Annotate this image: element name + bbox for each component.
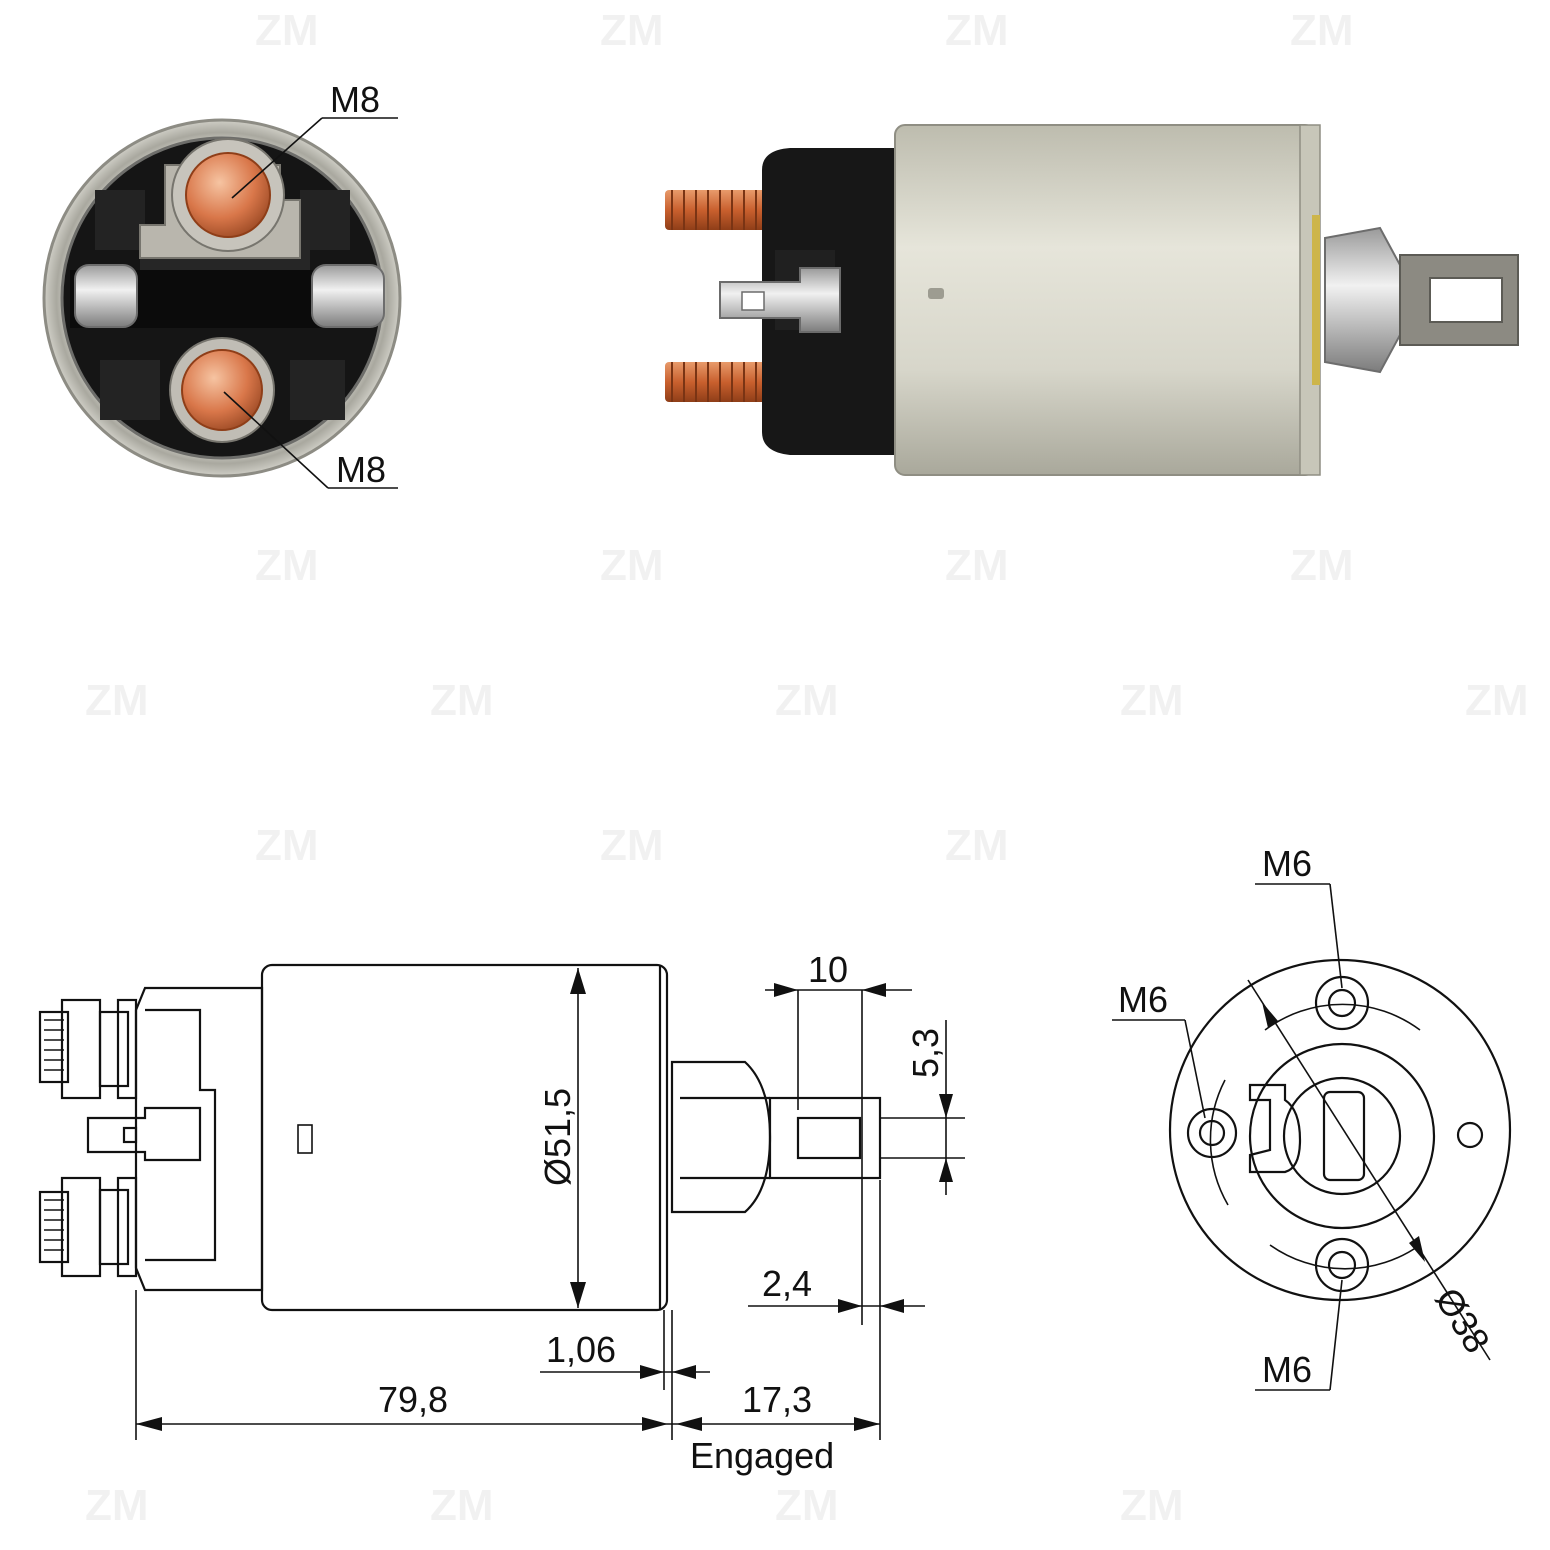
- watermark-text: ZM: [255, 821, 319, 870]
- watermark-text: ZM: [430, 1481, 494, 1530]
- watermark-text: ZM: [430, 676, 494, 725]
- photo-front-view: M8 M8: [42, 79, 402, 490]
- watermark-text: ZM: [255, 6, 319, 55]
- watermark-text: ZM: [945, 541, 1009, 590]
- watermark-text: ZM: [600, 541, 664, 590]
- drawing-body: [260, 963, 669, 1312]
- photo-side-view: [665, 124, 1519, 476]
- watermark-text: ZM: [600, 6, 664, 55]
- dim-length-79-8: 79,8: [378, 1379, 448, 1420]
- callout-m6-bottom: M6: [1262, 1349, 1312, 1390]
- watermark-text: ZM: [1290, 6, 1354, 55]
- watermark-text: ZM: [1465, 676, 1529, 725]
- callout-m8-top: M8: [330, 79, 380, 120]
- dim-slot-5-3: 5,3: [905, 1028, 946, 1078]
- drawing-end-view: Ø38 M6 M6 M6: [1112, 843, 1512, 1391]
- watermark-layer: ZM ZM ZM ZM ZM ZM ZM ZM ZM ZM ZM ZM ZM Z…: [85, 6, 1529, 1530]
- watermark-text: ZM: [1290, 541, 1354, 590]
- watermark-text: ZM: [255, 541, 319, 590]
- watermark-text: ZM: [775, 676, 839, 725]
- dim-stroke-17-3: 17,3: [742, 1379, 812, 1420]
- dim-diameter-38: Ø38: [1427, 1281, 1498, 1360]
- watermark-text: ZM: [85, 1481, 149, 1530]
- dim-diameter-51-5: Ø51,5: [537, 1088, 578, 1186]
- dim-width-10: 10: [808, 949, 848, 990]
- drawing-side-view: Ø51,5 10 5,3 2,4 1,06 79,8 17,3 Engaged: [38, 949, 965, 1476]
- watermark-text: ZM: [945, 6, 1009, 55]
- callout-m6-left: M6: [1118, 979, 1168, 1020]
- solenoid-body: [894, 124, 1316, 476]
- label-engaged: Engaged: [690, 1435, 834, 1476]
- watermark-text: ZM: [600, 821, 664, 870]
- watermark-text: ZM: [945, 821, 1009, 870]
- watermark-text: ZM: [1120, 676, 1184, 725]
- watermark-text: ZM: [1120, 1481, 1184, 1530]
- dim-flange-1-06: 1,06: [546, 1329, 616, 1370]
- dim-offset-2-4: 2,4: [762, 1263, 812, 1304]
- watermark-text: ZM: [775, 1481, 839, 1530]
- watermark-text: ZM: [85, 676, 149, 725]
- callout-m6-top: M6: [1262, 843, 1312, 884]
- callout-m8-bottom: M8: [336, 449, 386, 490]
